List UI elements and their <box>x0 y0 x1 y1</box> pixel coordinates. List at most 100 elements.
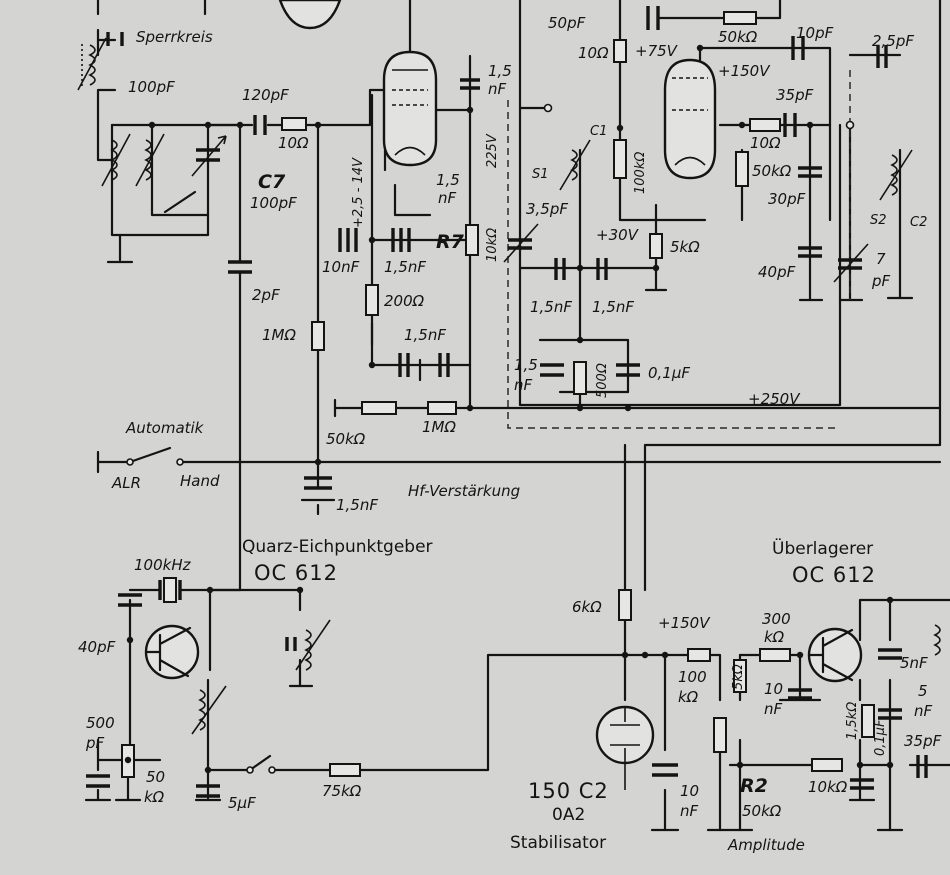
label-100k-a: 100kΩ <box>633 152 648 194</box>
label-1-5nf-d: 1,5nF <box>404 326 446 344</box>
capacitor-120pf <box>253 115 267 135</box>
coil-oscillator-tank <box>285 619 331 671</box>
label-1-5nf-a-unit: nF <box>438 189 457 207</box>
label-oc612-b: OC 612 <box>792 563 876 587</box>
label-c7-value: 100pF <box>250 194 297 212</box>
capacitor-1-5nf-e <box>304 476 332 490</box>
label-5k-b: 5kΩ <box>731 664 746 690</box>
label-voltage-2-5-14: +2,5 - 14V <box>351 157 366 228</box>
label-7pf-unit: pF <box>871 272 891 290</box>
label-1-5nf-g: 1,5nF <box>592 298 634 316</box>
label-1-5nf-e: 1,5nF <box>336 496 378 514</box>
resistor-500ohm <box>573 361 587 395</box>
label-120pf: 120pF <box>242 86 289 104</box>
label-7pf: 7 <box>876 250 886 268</box>
label-stabilisator: Stabilisator <box>510 833 606 853</box>
label-50k-d-unit: kΩ <box>144 788 165 806</box>
switch-quarz <box>246 754 276 774</box>
label-300k-unit: kΩ <box>764 628 785 646</box>
capacitor-100pf-top <box>106 32 124 46</box>
capacitor-35pf-b <box>916 755 928 778</box>
label-5uf: 5µF <box>228 794 256 812</box>
label-c2: C2 <box>910 215 927 230</box>
label-5nf-b-unit: nF <box>914 702 933 720</box>
variable-capacitor-c7 <box>191 135 227 177</box>
resistor-200ohm <box>365 284 379 316</box>
label-1mohm-b: 1MΩ <box>422 418 456 436</box>
resistor-10ohm-a <box>281 117 307 131</box>
label-2-5pf: 2,5pF <box>872 32 914 50</box>
label-100k-b: 100 <box>678 668 707 686</box>
label-40pf-b: 40pF <box>78 638 116 656</box>
transistor-ueberlagerer-oc612 <box>807 627 863 683</box>
label-c7: C7 <box>258 171 286 193</box>
label-225v: 225V <box>485 133 500 168</box>
variable-capacitor-7pf <box>833 243 869 283</box>
capacitor-0-1uf-a <box>616 363 640 377</box>
label-5nf-a: 5nF <box>900 654 928 672</box>
label-r7: R7 <box>436 231 465 253</box>
resistor-300k <box>759 648 791 662</box>
capacitor-2-5pf <box>876 45 888 68</box>
potentiometer-r2 <box>713 717 727 753</box>
coil-emitter <box>191 685 227 735</box>
label-75k: 75kΩ <box>322 782 362 800</box>
capacitor-1-5nf-c <box>391 228 411 252</box>
label-0-1uf-b: 0,1µF <box>873 719 888 756</box>
label-40pf-a: 40pF <box>758 263 796 281</box>
shield-enclosure <box>507 70 851 429</box>
label-1-5k: 1,5kΩ <box>845 702 860 740</box>
label-100khz: 100kHz <box>134 556 192 574</box>
label-30v: +30V <box>596 226 640 244</box>
resistor-r7 <box>465 224 479 256</box>
label-hf-verstaerkung: Hf-Verstärkung <box>408 482 520 500</box>
switch-alr <box>126 446 184 466</box>
label-5k-a: 5kΩ <box>670 238 700 256</box>
label-1-5nf-h-unit: nF <box>514 376 533 394</box>
label-10nf-a: 10nF <box>322 258 360 276</box>
resistor-50k-c <box>735 151 749 187</box>
resistor-10ohm-b <box>613 39 627 63</box>
label-10ohm-b: 10Ω <box>578 44 609 62</box>
tube-triode-upper <box>663 58 717 180</box>
resistor-75k <box>329 763 361 777</box>
capacitor-40pf-a <box>798 246 822 258</box>
resistor-5k-b <box>733 659 747 693</box>
capacitor-10nf-a <box>338 228 358 252</box>
label-0a2: 0A2 <box>552 805 585 825</box>
coil-pair-input <box>101 133 165 187</box>
resistor-50k-b <box>723 11 757 25</box>
label-10pf: 10pF <box>796 24 834 42</box>
label-10k-b: 10kΩ <box>808 778 848 796</box>
label-50k-c: 50kΩ <box>752 162 792 180</box>
resistor-6k <box>618 589 632 621</box>
label-10nf-b-unit: nF <box>680 802 699 820</box>
label-35pf: 35pF <box>776 86 814 104</box>
label-10nf-c-unit: nF <box>764 700 783 718</box>
coil-c1-circuit <box>559 139 591 191</box>
label-10k-a: 10kΩ <box>485 228 500 262</box>
label-150c2: 150 C2 <box>528 779 609 803</box>
label-10ohm-a: 10Ω <box>278 134 309 152</box>
label-amplitude: Amplitude <box>727 836 805 854</box>
tube-socket-top <box>278 0 342 30</box>
label-hand: Hand <box>180 472 220 490</box>
label-r2-value: 50kΩ <box>742 802 782 820</box>
label-75v: +75V <box>635 42 679 60</box>
capacitor-1-5nf-f <box>554 258 566 280</box>
label-500pf-unit: pF <box>85 734 105 752</box>
potentiometer-50k <box>361 401 397 415</box>
capacitor-35pf <box>783 113 797 137</box>
capacitor-5nf-a <box>878 648 902 660</box>
capacitor-10pf <box>791 36 805 60</box>
switch-sperrkreis <box>163 190 197 214</box>
label-quarz-eichpunktgeber: Quarz-Eichpunktgeber <box>242 537 433 557</box>
capacitor-50pf <box>646 6 660 30</box>
label-1-5nf-a: 1,5 <box>436 171 460 189</box>
label-10nf-c: 10 <box>764 680 783 698</box>
resistor-100k-b <box>687 648 711 662</box>
label-1-5nf-h: 1,5 <box>514 356 538 374</box>
ground-symbols <box>84 684 904 832</box>
capacitor-40pf-b <box>118 593 142 607</box>
label-30pf: 30pF <box>768 190 806 208</box>
